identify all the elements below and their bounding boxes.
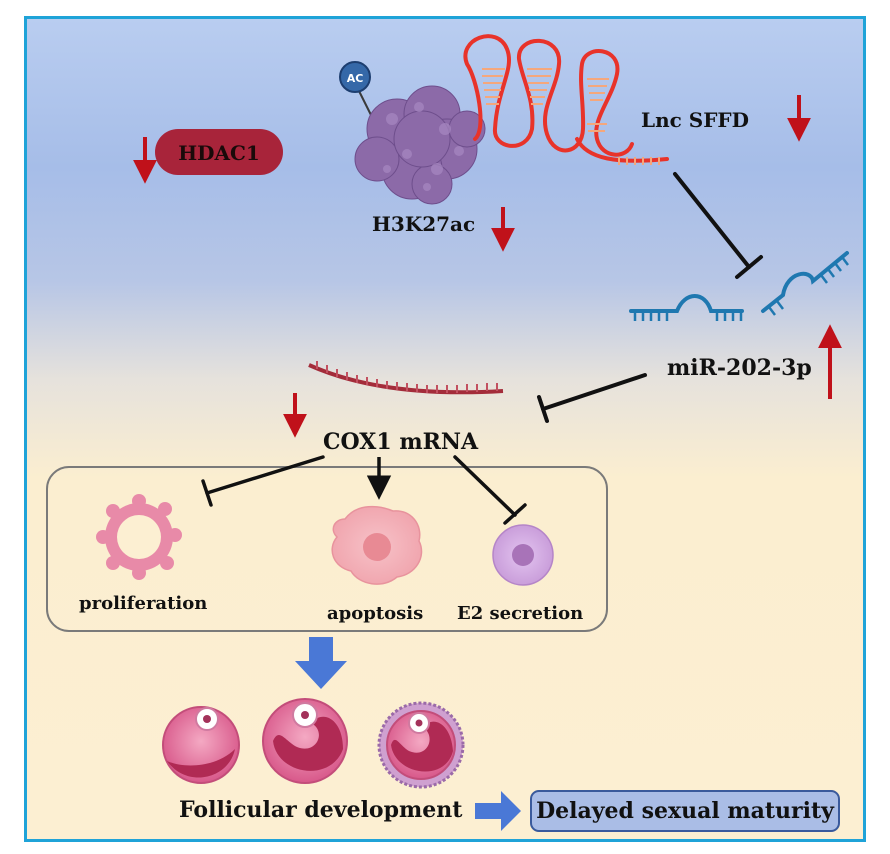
inhibition-arrow-icon xyxy=(673,172,763,279)
proliferation-cell-icon xyxy=(96,494,182,580)
h3k27ac-label: H3K27ac xyxy=(372,212,475,236)
lnc-sffd-label: Lnc SFFD xyxy=(641,108,749,132)
lncrna-base-pairs xyxy=(482,68,660,165)
inhibition-arrow-icon xyxy=(453,455,527,525)
follicle-stage-1-icon xyxy=(162,706,240,784)
follicle-stage-2-icon xyxy=(262,698,348,784)
delayed-maturity-label: Delayed sexual maturity xyxy=(536,798,835,824)
hdac1-group: HDAC1 xyxy=(133,129,283,184)
hdac1-pill xyxy=(155,129,283,175)
histone-group: AC H3K27ac xyxy=(339,61,515,252)
follicle-stage-3-icon xyxy=(377,701,465,789)
mirna-bases xyxy=(633,256,849,321)
inhibition-arrow-icon xyxy=(537,373,647,423)
down-flow-arrow-icon xyxy=(295,637,347,689)
histone-texture xyxy=(383,102,464,191)
follicular-development-label: Follicular development xyxy=(179,797,463,823)
lncrna-icon xyxy=(463,34,669,163)
acetyl-icon xyxy=(339,61,371,93)
apoptosis-label: apoptosis xyxy=(327,603,423,624)
apoptosis-cell-icon xyxy=(331,505,423,585)
e2-secretion-cell-icon xyxy=(492,524,554,586)
mrna-icon xyxy=(308,361,504,395)
mir-label: miR-202-3p xyxy=(667,355,812,381)
result-box xyxy=(530,790,840,832)
mirna-icon xyxy=(629,251,849,313)
pathway-diagram: HDAC1 AC H3K27ac xyxy=(46,34,849,832)
ac-label: AC xyxy=(347,72,364,85)
ac-tether xyxy=(356,86,374,120)
e2-secretion-label: E2 secretion xyxy=(457,603,583,624)
right-flow-arrow-icon xyxy=(475,791,521,831)
cox1-label: COX1 mRNA xyxy=(323,429,479,455)
effects-box xyxy=(46,466,608,632)
hdac1-label: HDAC1 xyxy=(178,141,260,165)
inhibition-arrow-icon xyxy=(201,455,325,507)
diagram-frame: HDAC1 AC H3K27ac xyxy=(24,16,866,842)
proliferation-label: proliferation xyxy=(79,593,207,614)
